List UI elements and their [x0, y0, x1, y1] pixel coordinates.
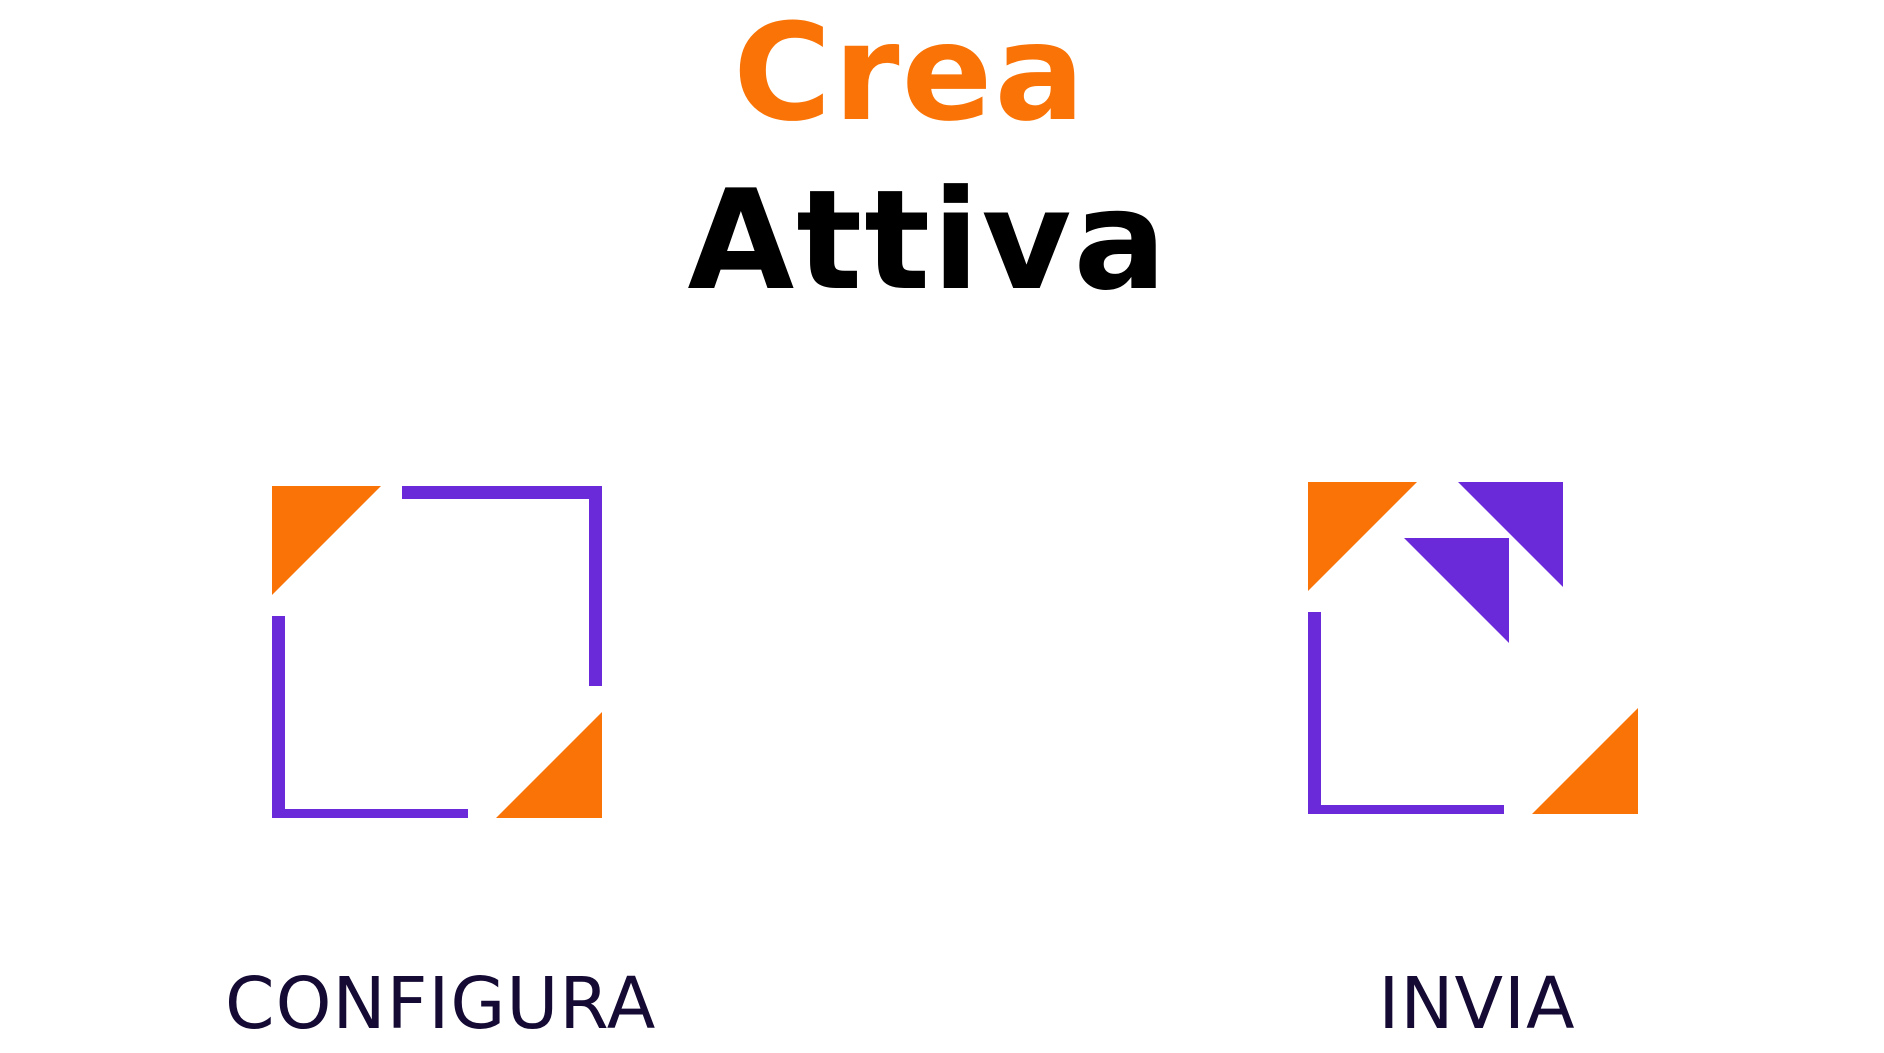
frame-corners-send-icon[interactable] — [1304, 478, 1650, 814]
invia-label[interactable]: INVIA — [1378, 962, 1576, 1045]
bottom-right-orange-triangle — [496, 712, 602, 818]
configura-label[interactable]: CONFIGURA — [225, 962, 657, 1045]
bottom-right-orange-triangle — [1532, 708, 1638, 814]
title-attiva: Attiva — [687, 160, 1169, 321]
middle-purple-triangle — [1404, 538, 1509, 643]
top-right-purple-triangle — [1458, 482, 1563, 587]
bottom-left-purple-bracket — [272, 616, 468, 818]
top-left-orange-triangle — [272, 486, 381, 595]
top-left-orange-triangle — [1308, 482, 1417, 591]
title-crea: Crea — [733, 0, 1087, 151]
frame-corners-icon[interactable] — [268, 482, 608, 818]
bottom-left-purple-bracket — [1308, 612, 1504, 814]
top-right-purple-bracket — [402, 486, 602, 686]
